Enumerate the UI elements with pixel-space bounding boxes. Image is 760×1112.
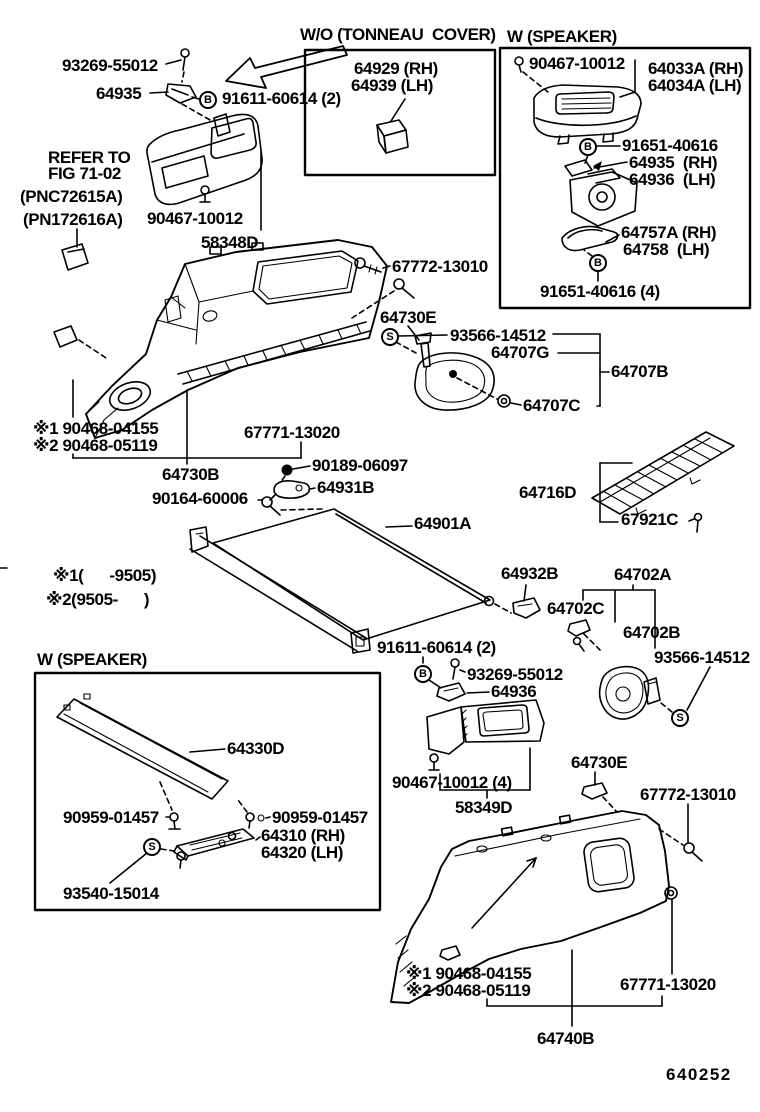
- callout-93540-15014: 93540-15014: [63, 884, 159, 903]
- bracket-64707-cluster: [395, 325, 610, 411]
- callout-90959-01457-a: 90959-01457: [63, 808, 159, 827]
- callout-64730e-a: 64730E: [380, 308, 437, 327]
- callout-90189-06097: 90189-06097: [312, 456, 408, 475]
- callout-93269-55012-a: 93269-55012: [62, 56, 158, 75]
- callout-64740b: 64740B: [537, 1029, 595, 1048]
- callout-64707b: 64707B: [611, 362, 669, 381]
- callout-64935-rh: 64935 (RH): [629, 153, 718, 172]
- callout-64936: 64936: [491, 682, 537, 701]
- callout-64757a-rh: 64757A (RH): [621, 223, 717, 242]
- callout-90467-10012-left: 90467-10012: [147, 209, 243, 228]
- clip-64730e-lower: [581, 771, 618, 813]
- bolt-symbol-b-icon: B: [589, 254, 607, 272]
- bolt-67772-lower: [658, 803, 703, 862]
- callout-90164-60006: 90164-60006: [152, 489, 248, 508]
- callout-64758-lh: 64758 (LH): [623, 240, 710, 259]
- bracket-64702-cluster: [567, 584, 711, 720]
- callout-64730e-b: 64730E: [571, 753, 628, 772]
- screw-symbol-s-icon: S: [381, 328, 399, 346]
- note-refer-to: REFER TO: [48, 148, 131, 167]
- speaker-option-box-top: [498, 46, 752, 310]
- callout-93269-55012-b: 93269-55012: [467, 665, 563, 684]
- callout-bracket-upper: [72, 379, 302, 465]
- screw-symbol-s-icon: S: [671, 709, 689, 727]
- callout-90467-10012-top: 90467-10012: [529, 54, 625, 73]
- tonneau-option-box: [303, 48, 497, 177]
- callout-67772-13010-a: 67772-13010: [392, 257, 488, 276]
- callout-64936-lh: 64936 (LH): [629, 170, 716, 189]
- direction-arrow: [225, 45, 348, 89]
- callout-64730b: 64730B: [162, 465, 220, 484]
- callout-64935-a: 64935: [96, 84, 142, 103]
- callout-64707g: 64707G: [491, 343, 550, 362]
- grille-cover-72615: [146, 103, 263, 231]
- callout-64901a: 64901A: [414, 514, 472, 533]
- callout-90468-05119-a: ※2 90468-05119: [33, 436, 158, 455]
- callout-64310-rh: 64310 (RH): [261, 826, 345, 845]
- callout-64702a: 64702A: [614, 565, 672, 584]
- callout-90467-10012-4: 90467-10012 (4): [392, 773, 512, 792]
- callout-64932b: 64932B: [501, 564, 559, 583]
- bolt-67772-upper: [351, 257, 415, 319]
- handle-64931b: [269, 480, 316, 501]
- figure-code: 640252: [666, 1065, 732, 1084]
- callout-64931b: 64931B: [317, 478, 375, 497]
- callout-64702c: 64702C: [547, 599, 605, 618]
- callout-64929-rh: 64929 (RH): [354, 59, 438, 78]
- bolt-symbol-b-icon: B: [579, 138, 597, 156]
- quarter-trim-panel-58348d: [53, 239, 388, 439]
- note-wo-tonneau-cover: W/O (TONNEAU COVER): [300, 25, 496, 44]
- quarter-trim-panel-64740b: [390, 810, 678, 1027]
- clip-64932b: [512, 584, 541, 619]
- fastener-90467-left: [199, 185, 211, 203]
- callout-64716d: 64716D: [519, 483, 577, 502]
- callout-64707c: 64707C: [523, 396, 581, 415]
- callout-93566-14512-a: 93566-14512: [450, 326, 546, 345]
- callout-64320-lh: 64320 (LH): [261, 843, 343, 862]
- callout-64330d: 64330D: [227, 739, 285, 758]
- note-pn172616a: (PN172616A): [23, 210, 123, 229]
- bolt-symbol-b-icon: B: [414, 665, 432, 683]
- grommet-90189: [279, 464, 311, 484]
- callout-91611-60614-a: 91611-60614 (2): [222, 89, 341, 108]
- callout-90468-04155-b: ※1 90468-04155: [406, 964, 532, 983]
- callout-91651-40616: 91651-40616: [622, 136, 718, 155]
- callout-58349d: 58349D: [455, 798, 513, 817]
- callout-64033a-rh: 64033A (RH): [648, 59, 744, 78]
- refer-clip: [61, 228, 89, 271]
- clip-64935-top: [149, 83, 200, 104]
- callout-91651-40616-4: 91651-40616 (4): [540, 282, 660, 301]
- tonneau-cover-64901a: [189, 508, 512, 664]
- note-pnc72615a: (PNC72615A): [20, 187, 123, 206]
- callout-67771-13020-a: 67771-13020: [244, 423, 340, 442]
- note-w-speaker-bottom: W (SPEAKER): [37, 650, 147, 669]
- callout-90959-01457-b: 90959-01457: [272, 808, 368, 827]
- callout-64939-lh: 64939 (LH): [351, 76, 433, 95]
- callout-64702b: 64702B: [623, 623, 681, 642]
- callout-91611-60614-b: 91611-60614 (2): [377, 638, 496, 657]
- note-fig-71-02: FIG 71-02: [48, 164, 121, 183]
- callout-64034a-lh: 64034A (LH): [648, 76, 742, 95]
- screw-symbol-s-icon: S: [143, 838, 161, 856]
- callout-67772-13010-b: 67772-13010: [640, 785, 736, 804]
- note-date-range-2: ※2(9505- ): [46, 590, 150, 609]
- callout-67921c: 67921C: [621, 510, 679, 529]
- callout-67771-13020-b: 67771-13020: [620, 975, 716, 994]
- note-date-range-1: ※1( -9505): [53, 566, 157, 585]
- speaker-option-box-bottom: [33, 671, 382, 912]
- screw-90164: [257, 496, 323, 516]
- callout-90468-05119-b: ※2 90468-05119: [406, 981, 531, 1000]
- callout-58348d: 58348D: [201, 233, 259, 252]
- callout-93566-14512-b: 93566-14512: [654, 648, 750, 667]
- callout-90468-04155-a: ※1 90468-04155: [33, 419, 159, 438]
- note-w-speaker-top: W (SPEAKER): [507, 27, 617, 46]
- bolt-symbol-b-icon: B: [199, 91, 217, 109]
- cover-58349d-cluster: [426, 658, 545, 799]
- screw-93269-top: [165, 48, 190, 83]
- scuff-plate-64716d: [591, 431, 735, 533]
